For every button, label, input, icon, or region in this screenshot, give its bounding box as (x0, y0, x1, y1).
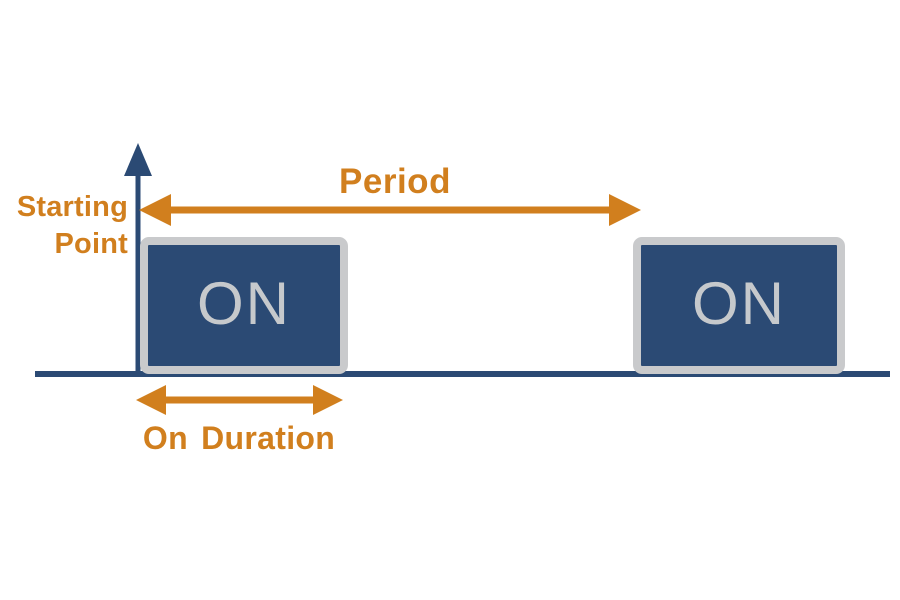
starting-point-label-line2: Point (54, 228, 128, 260)
on-duration-label: On Duration (142, 420, 336, 456)
on-duration-arrow-icon (136, 385, 343, 415)
pulse-2-on-label: ON (692, 269, 786, 337)
starting-point-label-line1: Starting (16, 191, 128, 223)
timeline-axis (35, 371, 890, 377)
pulse-box-1: ON (140, 237, 348, 374)
starting-point-label: Starting Point (0, 189, 128, 263)
period-arrow-icon (139, 194, 641, 226)
pulse-box-2: ON (633, 237, 845, 374)
period-label: Period (339, 162, 451, 201)
pulse-1-on-label: ON (197, 269, 291, 337)
starting-point-axis-arrow-icon (124, 143, 152, 374)
